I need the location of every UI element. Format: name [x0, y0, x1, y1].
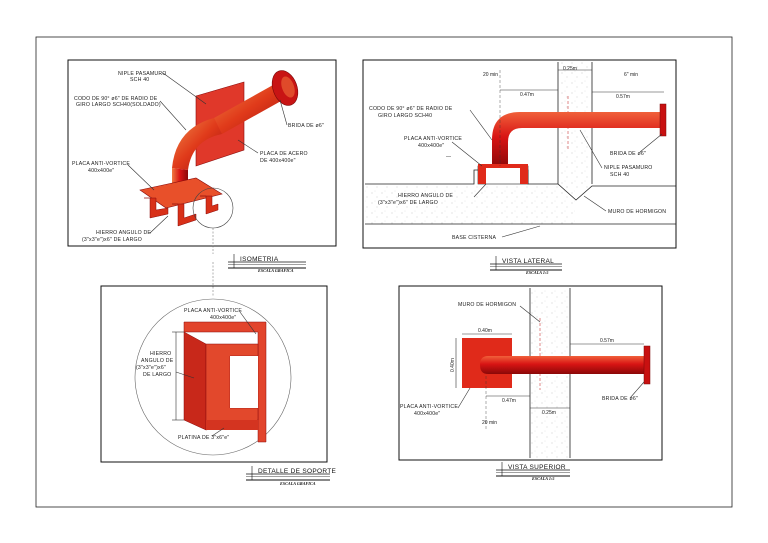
detail-hierro-label-2: ANGULO DE	[141, 358, 174, 364]
lateral-plate-right	[520, 166, 528, 184]
iso-placa-acero-leader	[237, 139, 259, 154]
lateral-dim-6min: 6" min	[624, 72, 638, 78]
iso-brida-leader	[279, 99, 288, 126]
lateral-flange	[659, 103, 667, 137]
detail-platina-label: PLATINA DE 3"x6"e"	[178, 435, 229, 441]
superior-muro-label: MURO DE HORMIGON	[458, 302, 516, 308]
lateral-plate-left	[478, 166, 486, 184]
superior-pipe	[480, 356, 644, 374]
lateral-view: 20 min 0.47m 0.25m 6" min 0.57m — CODO D…	[362, 59, 677, 275]
detail-scale: ESCALA GRAFICA	[279, 481, 316, 486]
lateral-frame	[362, 59, 677, 249]
iso-elbow	[172, 118, 222, 170]
lateral-base-label: BASE CISTERNA	[452, 235, 496, 241]
lateral-codo-label-2: GIRO LARGO SCH40	[378, 113, 432, 119]
lateral-anti-vortex-plate	[478, 164, 528, 168]
lateral-niple-label-1: NIPLE PASAMURO	[604, 165, 653, 171]
iso-scale: ESCALA GRAFICA	[257, 268, 294, 273]
detail-hierro-label-1: HIERRO	[150, 351, 171, 357]
iso-pipe-horizontal	[214, 80, 290, 134]
isometric-view: NIPLE PASAMURO SCH 40 CODO DE 90° ø6" DE…	[67, 59, 337, 273]
superior-placa-anti-label-2: 400x400e"	[414, 411, 440, 417]
iso-placa-anti-label-1: PLACA ANTI-VORTICE	[72, 161, 130, 167]
iso-title: ISOMETRIA	[240, 256, 279, 263]
superior-view: 0.40m 0.40m 0.57m 0.47m 0.25m 20 min MUR…	[398, 285, 663, 481]
detail-angle-side	[183, 331, 207, 431]
iso-anti-vortex-plate	[139, 177, 223, 209]
isometric-frame	[67, 59, 337, 247]
iso-hierro-leader	[149, 215, 169, 234]
iso-hierro-label-2: (3"x3"e")x6" DE LARGO	[82, 237, 142, 243]
lateral-brida-label: BRIDA DE ø6"	[610, 151, 646, 157]
lateral-dim-057: 0.57m	[616, 94, 630, 100]
iso-placa-anti-leader	[127, 164, 155, 191]
iso-placa-anti-label-2: 400x400e"	[88, 168, 114, 174]
lateral-codo-label-1: CODO DE 90° ø6" DE RADIO DE	[369, 106, 453, 112]
detail-hierro-label-3: (3"x3"e")x6"	[136, 365, 166, 371]
superior-dim-047: 0.47m	[502, 398, 516, 404]
iso-niple-label-1: NIPLE PASAMURO	[118, 71, 167, 77]
iso-placa-acero-label-1: PLACA DE ACERO	[260, 151, 308, 157]
superior-dim-040: 0.40m	[478, 328, 492, 334]
iso-codo-label-1: CODO DE 90° ø6" DE RADIO DE	[74, 96, 158, 102]
superior-dim-057: 0.57m	[600, 338, 614, 344]
iso-flange-face	[281, 76, 295, 98]
superior-brida-label: BRIDA DE ø6"	[602, 396, 638, 402]
superior-dim-040v: 0.40m	[450, 358, 456, 372]
iso-brida-label: BRIDA DE ø6"	[288, 123, 324, 129]
lateral-hierro-label-1: HIERRO ANGULO DE	[398, 193, 453, 199]
superior-dim-20: 20 min	[482, 420, 497, 426]
iso-placa-acero-label-2: DE 400x400e"	[260, 158, 296, 164]
detail-placa-anti-label-1: PLACA ANTI-VORTICE	[184, 308, 242, 314]
iso-codo-leader	[159, 100, 187, 131]
iso-hierro-label-1: HIERRO ANGULO DE	[96, 230, 151, 236]
iso-support	[144, 195, 219, 227]
lateral-niple-label-2: SCH 40	[610, 172, 629, 178]
lateral-placa-anti-label-2: 400x400e"	[418, 143, 444, 149]
detail-view: PLACA ANTI-VORTICE 400x400e" HIERRO ANGU…	[100, 285, 336, 486]
lateral-dim-047: 0.47m	[520, 92, 534, 98]
detail-platina	[206, 420, 258, 430]
iso-codo-label-2: GIRO LARGO SCH40(SOLDADO)	[76, 102, 161, 108]
lateral-placa-anti-label-1: PLACA ANTI-VORTICE	[404, 136, 462, 142]
lateral-elbow	[492, 112, 664, 168]
superior-scale: ESCALA 1:5	[531, 476, 554, 481]
superior-frame	[398, 285, 663, 461]
detail-placa-anti-label-2: 400x400e"	[210, 315, 236, 321]
lateral-hierro-label-2: (3"x3"e")x6" DE LARGO	[378, 200, 438, 206]
lateral-scale: ESCALA 1:5	[525, 270, 548, 275]
detail-title: DETALLE DE SOPORTE	[258, 468, 336, 475]
iso-niple-label-2: SCH 40	[130, 77, 149, 83]
detail-hierro-label-4: DE LARGO	[143, 372, 171, 378]
lateral-dim-20: 20 min	[483, 72, 498, 78]
lateral-muro-label: MURO DE HORMIGON	[608, 209, 666, 215]
sheet-border	[35, 36, 733, 508]
iso-niple-leader	[162, 72, 207, 105]
superior-flange	[643, 345, 651, 385]
lateral-dim-025: 0.25m	[563, 66, 577, 72]
detail-frame	[100, 285, 328, 463]
lateral-title: VISTA LATERAL	[502, 258, 554, 265]
superior-placa-anti-label-1: PLACA ANTI-VORTICE	[400, 404, 458, 410]
lateral-dim-tick: —	[446, 154, 451, 160]
superior-dim-025: 0.25m	[542, 410, 556, 416]
superior-title: VISTA SUPERIOR	[508, 464, 566, 471]
